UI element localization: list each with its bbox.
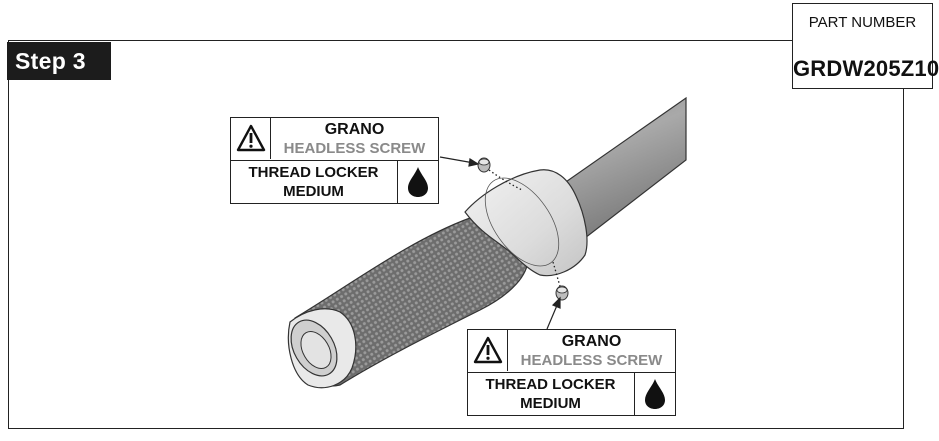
grip-end-cap (287, 308, 357, 389)
warning-triangle-icon (236, 124, 266, 152)
callout-title: GRANO (561, 333, 622, 350)
thread-locker-line2: MEDIUM (283, 183, 344, 200)
callout-box-top: GRANO HEADLESS SCREW THREAD LOCKER MEDIU… (230, 117, 439, 204)
callout-header-row: GRANO HEADLESS SCREW (231, 118, 438, 161)
callout-box-bottom: GRANO HEADLESS SCREW THREAD LOCKER MEDIU… (467, 329, 676, 416)
callout-arrows (439, 156, 561, 330)
warning-triangle-icon (473, 336, 503, 364)
part-number-box: PART NUMBER GRDW205Z10 (792, 3, 939, 89)
part-number-label: PART NUMBER (808, 14, 917, 31)
thread-locker-line1: THREAD LOCKER (485, 376, 616, 393)
thread-locker-text: THREAD LOCKER MEDIUM (231, 163, 396, 201)
warning-cell (468, 330, 508, 371)
step-badge: Step 3 (7, 42, 111, 80)
callout-title: GRANO (324, 121, 385, 138)
thread-locker-line2: MEDIUM (520, 395, 581, 412)
dotted-leader-lines (488, 169, 561, 287)
headless-screw-top (477, 157, 491, 173)
thread-locker-line1: THREAD LOCKER (248, 164, 379, 181)
warning-cell (231, 118, 271, 159)
thread-locker-text: THREAD LOCKER MEDIUM (468, 375, 633, 413)
oil-drop-icon (408, 167, 428, 197)
grip-collar (464, 169, 588, 277)
part-number-value: GRDW205Z10 (793, 56, 939, 81)
headless-screw-bottom (555, 285, 569, 301)
drop-cell (397, 161, 438, 203)
callout-subtitle: HEADLESS SCREW (520, 352, 663, 369)
drop-cell (634, 373, 675, 415)
diagram-frame (8, 40, 904, 429)
callout-header-row: GRANO HEADLESS SCREW (468, 330, 675, 373)
oil-drop-icon (645, 379, 665, 409)
callout-subtitle: HEADLESS SCREW (283, 140, 426, 157)
